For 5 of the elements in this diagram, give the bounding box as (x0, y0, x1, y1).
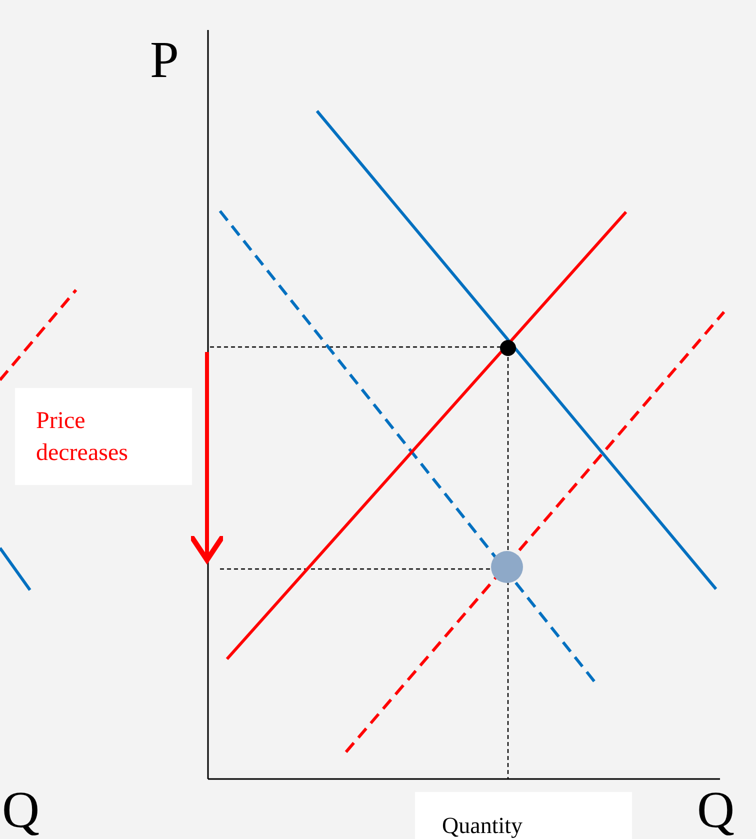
annotation-text: Price decreases (36, 407, 129, 468)
axis-label: P (150, 35, 179, 87)
axis-title: Quantity (442, 812, 524, 839)
axis-label: Q (2, 785, 40, 837)
axis-label: Q (697, 785, 735, 837)
